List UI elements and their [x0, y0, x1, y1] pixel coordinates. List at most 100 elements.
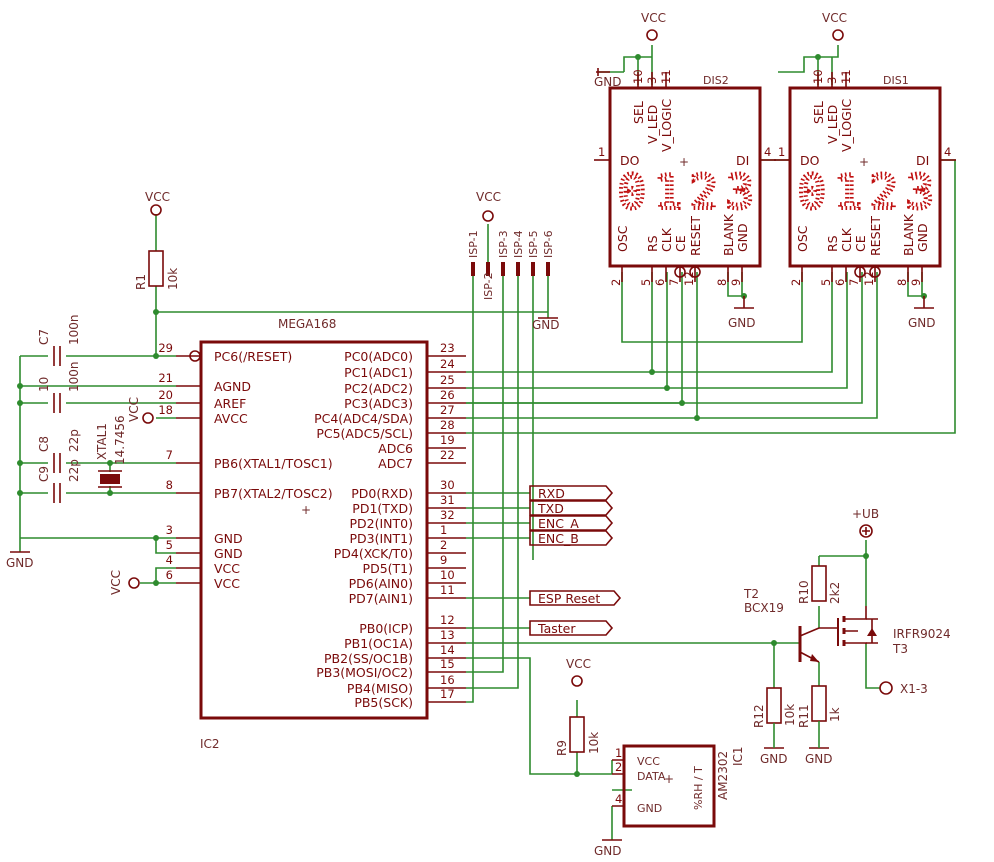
svg-text:2k2: 2k2 — [828, 582, 842, 604]
xtal1-crystal: XTAL1 14.7456 — [95, 415, 127, 488]
svg-text:10: 10 — [37, 377, 51, 392]
vcc-isp: VCC — [476, 190, 501, 222]
gnd-r11: GND — [805, 747, 833, 766]
display-top-name: SEL — [631, 101, 646, 124]
svg-text:%RH / T: %RH / T — [692, 766, 705, 810]
net-flag — [529, 485, 614, 501]
ic2-pin-name: PD2(INT0) — [350, 516, 414, 531]
ub-symbol: +UB — [852, 507, 879, 538]
svg-text:GND: GND — [760, 752, 788, 766]
svg-text:GND: GND — [532, 318, 560, 332]
ic2-pin-number: 32 — [440, 508, 455, 522]
ic2-pin-number: 26 — [440, 388, 455, 402]
display-bottom-name: RESET — [868, 216, 883, 256]
svg-text:T3: T3 — [892, 642, 908, 656]
svg-text:100n: 100n — [67, 361, 81, 392]
ic2-pin-name: PD0(RXD) — [351, 486, 413, 501]
net-flag — [529, 500, 614, 516]
svg-text:R10: R10 — [797, 580, 811, 604]
ic2-pin-name: PC1(ADC1) — [344, 365, 413, 380]
ic2-pin-name: VCC — [214, 576, 240, 591]
net-flag-text: Taster — [537, 621, 576, 636]
isp-pin — [486, 262, 490, 276]
isp-pin-label: ISP-1 — [467, 230, 480, 258]
display-bottom-pin: 6 — [653, 279, 667, 286]
ic2-pin-number: 24 — [440, 357, 455, 371]
display-top-name: V_LED — [825, 105, 840, 144]
svg-text:+: + — [664, 772, 674, 786]
net-flag — [529, 620, 614, 636]
ic2-pin-number: 11 — [440, 583, 455, 597]
display-body — [608, 86, 762, 268]
vcc-avcc: VCC — [127, 397, 154, 424]
svg-text:GND: GND — [805, 752, 833, 766]
isp-pin-label: ISP-5 — [527, 230, 540, 258]
ic1-am2302: 1 2 4 VCC DATA GND + %RH / T AM2302 IC1 — [612, 744, 745, 828]
ic2-pin-name: AVCC — [214, 411, 248, 426]
display-bottom-pin: 9 — [909, 279, 923, 286]
junctions — [17, 54, 927, 777]
svg-text:VCC: VCC — [566, 657, 591, 671]
ic2-pin-name: PC2(ADC2) — [344, 381, 413, 396]
svg-text:R11: R11 — [797, 704, 811, 728]
ic2-pin-name: PD4(XCK/T0) — [334, 546, 413, 561]
svg-text:C7: C7 — [37, 329, 51, 345]
r12-resistor: R12 10k — [752, 687, 797, 748]
svg-text:VCC: VCC — [476, 190, 501, 204]
svg-text:1k: 1k — [828, 707, 842, 722]
ic2-pin-number: 2 — [440, 538, 447, 552]
display-digit: 3 — [726, 165, 754, 219]
svg-text:R12: R12 — [752, 704, 766, 728]
display-do: DO — [620, 153, 640, 168]
display-bottom-pin: 5 — [819, 279, 833, 286]
svg-text:VCC: VCC — [641, 11, 666, 25]
display-bottom-pin: 5 — [639, 279, 653, 286]
display-bottom-pin: 8 — [715, 279, 729, 286]
svg-text:100n: 100n — [67, 314, 81, 345]
ic2-pin-name: PB0(ICP) — [359, 621, 413, 636]
display-top-pin: 11 — [839, 69, 853, 84]
svg-text:22p: 22p — [67, 459, 81, 482]
r1-label: R1 — [134, 274, 148, 290]
x1-connector: X1-3 — [879, 681, 928, 696]
ic2-pin-name: PC6(/RESET) — [214, 349, 292, 364]
ic2-pin-number: 4 — [166, 553, 173, 567]
ic2-pin-number: 21 — [158, 371, 173, 385]
svg-text:2: 2 — [615, 760, 622, 774]
display-bottom-pin: 6 — [833, 279, 847, 286]
r1-resistor: R1 10k — [134, 250, 180, 290]
display-bottom-name: GND — [915, 223, 930, 252]
display-digit: 0 — [618, 165, 646, 219]
vcc-dis1: VCC — [822, 11, 847, 41]
ic2-pin-number: 14 — [440, 643, 455, 657]
gnd-r12: GND — [760, 747, 788, 766]
ic2-pin-name: PD6(AIN0) — [349, 576, 413, 591]
svg-text:4: 4 — [944, 145, 951, 159]
isp-pin — [501, 262, 505, 276]
display-top-name: SEL — [811, 101, 826, 124]
isp-pin-label: ISP-2 — [482, 272, 495, 300]
display-top-name: V_LOGIC — [659, 98, 674, 152]
vcc-r1: VCC — [145, 190, 170, 216]
ic2-pin-name: PD1(TXD) — [352, 501, 413, 516]
display-digit: 3 — [906, 165, 934, 219]
isp-pin-label: ISP-3 — [497, 230, 510, 258]
ic2-pin-name: AGND — [214, 379, 251, 394]
isp-pin — [471, 262, 475, 276]
display-di: DI — [916, 153, 929, 168]
svg-text:VCC: VCC — [127, 397, 141, 422]
ic2-pin-number: 29 — [158, 341, 173, 355]
svg-text:GND: GND — [637, 802, 662, 815]
r9-resistor: R9 10k — [555, 716, 601, 756]
ic2-pin-number: 18 — [158, 403, 173, 417]
display-bottom-name: BLANK — [721, 213, 736, 256]
svg-text:1: 1 — [598, 145, 605, 159]
vcc-chip: VCC — [109, 570, 140, 595]
power-symbols: VCC VCC VCC VCC VCC VCC VCC +UB GND GND … — [6, 11, 936, 858]
svg-text:VCC: VCC — [822, 11, 847, 25]
display-bottom-name: CLK — [839, 227, 854, 252]
ic2-pin-name: GND — [214, 531, 243, 546]
svg-text:GND: GND — [908, 316, 936, 330]
